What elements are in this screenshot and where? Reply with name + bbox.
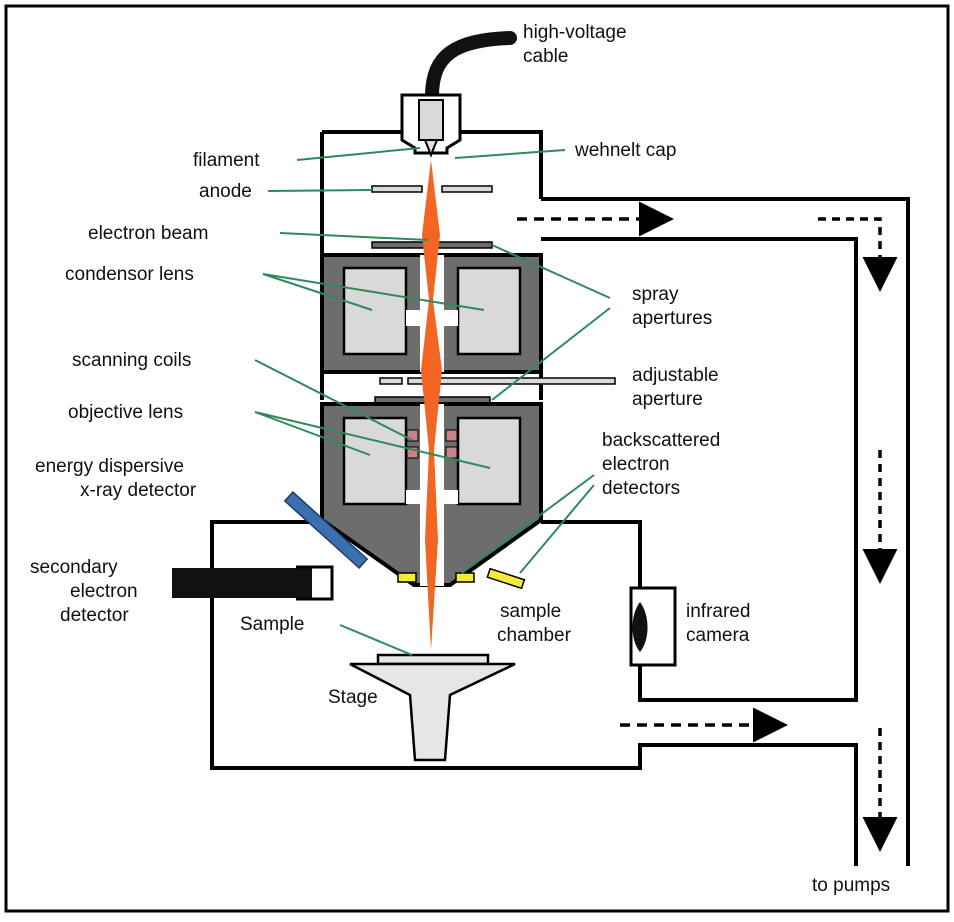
label-edx-2: x-ray detector <box>80 480 197 501</box>
pump-duct-upper-outer <box>541 197 910 866</box>
label-anode: anode <box>199 181 252 202</box>
flow-arrow-corner <box>818 217 898 292</box>
leader-condensor-left <box>262 273 373 311</box>
label-electron-beam: electron beam <box>88 223 208 244</box>
label-infrared-1: infrared <box>686 601 750 622</box>
backscatter-detector-tilted <box>486 567 526 590</box>
column-top-right <box>460 130 543 199</box>
leader-scanning-coils <box>254 359 413 441</box>
spray-aperture-top-right <box>436 241 493 249</box>
objective-gap-right <box>444 490 458 504</box>
leader-objective-right <box>254 411 491 469</box>
sample-disc <box>376 653 490 666</box>
sample-chamber-right-wall <box>541 520 642 588</box>
label-sample-chamber-2: chamber <box>497 625 572 646</box>
label-backscatter-1: backscattered <box>602 430 720 451</box>
label-adjustable-1: adjustable <box>632 365 719 386</box>
scanning-coil-left-2 <box>406 446 419 459</box>
secondary-detector-cage <box>296 565 334 601</box>
leader-backscatter-left <box>461 474 595 574</box>
adjustable-aperture-left <box>379 377 403 385</box>
leader-electron-beam <box>279 232 429 241</box>
label-infrared-2: camera <box>686 625 750 646</box>
label-sample-chamber-1: sample <box>500 601 561 622</box>
label-backscatter-3: detectors <box>602 478 680 499</box>
label-high-voltage-1: high-voltage <box>523 22 627 43</box>
edx-detector <box>283 491 369 569</box>
leader-backscatter-right <box>519 484 595 574</box>
label-spray-1: spray <box>632 284 679 305</box>
leader-wehnelt-cap <box>454 149 566 159</box>
infrared-camera-lens <box>632 602 648 652</box>
leader-spray-lower <box>491 307 611 401</box>
outer-border <box>4 4 950 913</box>
scanning-coil-left-1 <box>406 429 419 442</box>
labels: high-voltage cable filament wehnelt cap … <box>30 22 890 896</box>
scanning-coil-right-2 <box>445 446 458 459</box>
leader-anode <box>267 189 373 192</box>
leader-objective-left <box>254 411 371 456</box>
label-objective-lens: objective lens <box>68 402 183 423</box>
condensor-core-right <box>456 266 522 356</box>
label-wehnelt-cap: wehnelt cap <box>574 140 676 161</box>
condensor-core-left <box>342 266 408 356</box>
condensor-gap-right <box>444 310 458 326</box>
label-spray-2: apertures <box>632 308 712 329</box>
label-scanning-coils: scanning coils <box>72 350 191 371</box>
leader-spray-top <box>491 244 611 299</box>
condensor-gap-left <box>406 310 420 326</box>
gun-insulator <box>418 99 444 141</box>
backscatter-detector-left <box>397 572 417 583</box>
label-secondary-2: electron <box>70 581 138 602</box>
anode-plate-right <box>441 185 493 193</box>
high-voltage-cable <box>425 31 517 103</box>
label-edx-1: energy dispersive <box>35 456 184 477</box>
leader-sample <box>339 624 413 656</box>
anode-plate-left <box>371 185 423 193</box>
label-to-pumps: to pumps <box>812 875 890 896</box>
leader-lines <box>254 147 611 656</box>
label-sample: Sample <box>240 614 304 635</box>
label-adjustable-2: aperture <box>632 389 703 410</box>
label-secondary-1: secondary <box>30 557 118 578</box>
label-stage: Stage <box>328 687 378 708</box>
electron-beam <box>421 160 442 650</box>
secondary-detector-body <box>172 568 312 598</box>
label-secondary-3: detector <box>60 605 129 626</box>
leader-condensor-right <box>262 273 485 311</box>
backscatter-detector-right <box>455 572 475 583</box>
label-backscatter-2: electron <box>602 454 670 475</box>
label-high-voltage-2: cable <box>523 46 568 67</box>
leader-filament <box>296 147 421 161</box>
spray-aperture-top-left <box>371 241 428 249</box>
label-filament: filament <box>193 150 260 171</box>
label-condensor-lens: condensor lens <box>65 264 194 285</box>
objective-gap-left <box>406 490 420 504</box>
objective-core-left <box>342 416 408 506</box>
filament-tip <box>423 139 439 158</box>
sample-chamber-wall <box>210 520 858 866</box>
stage <box>349 662 516 762</box>
scanning-coil-right-1 <box>445 429 458 442</box>
objective-core-right <box>456 416 522 506</box>
